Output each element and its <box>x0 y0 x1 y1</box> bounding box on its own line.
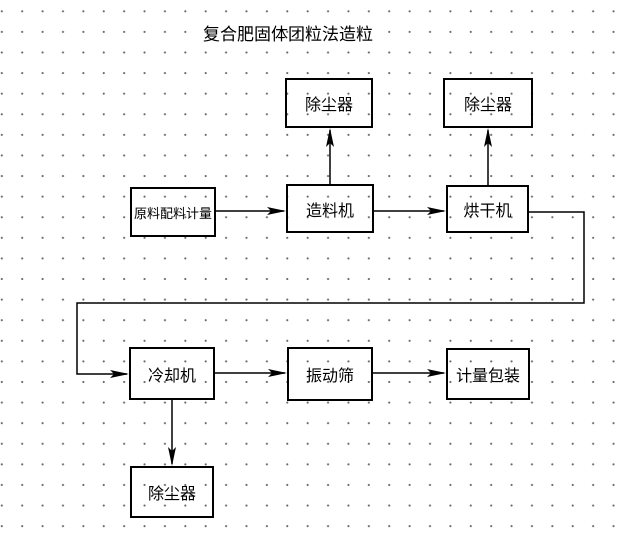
diagram-title: 复合肥固体团粒法造粒 <box>203 25 373 44</box>
arrowhead-right <box>268 369 287 377</box>
arrowhead-up <box>484 128 492 147</box>
node-label: 造料机 <box>305 202 354 220</box>
node-vibrating-screen: 振动筛 <box>287 347 373 401</box>
node-label: 原料配料计量 <box>133 205 212 221</box>
node-dust-collector-top-right: 除尘器 <box>443 78 533 128</box>
node-dryer: 烘干机 <box>446 185 529 233</box>
node-label: 除尘器 <box>304 97 353 114</box>
node-cooler: 冷却机 <box>129 347 215 400</box>
arrowhead-right <box>427 369 446 377</box>
arrowhead-right <box>427 207 446 215</box>
node-dust-collector-top-left: 除尘器 <box>285 78 373 128</box>
node-label: 计量包装 <box>455 368 520 385</box>
node-raw-material-metering: 原料配料计量 <box>130 187 216 237</box>
node-granulator: 造料机 <box>286 184 374 233</box>
arrowhead-right <box>267 207 286 215</box>
node-label: 除尘器 <box>463 97 512 114</box>
arrowhead-down <box>168 447 176 466</box>
node-label: 除尘器 <box>147 486 196 503</box>
node-dust-collector-bottom: 除尘器 <box>130 466 214 518</box>
node-metering-packaging: 计量包装 <box>446 348 530 400</box>
node-label: 冷却机 <box>147 367 196 385</box>
node-label: 烘干机 <box>463 203 512 220</box>
arrowhead-right <box>110 370 129 378</box>
arrowhead-up <box>326 128 334 147</box>
node-label: 振动筛 <box>305 368 354 385</box>
